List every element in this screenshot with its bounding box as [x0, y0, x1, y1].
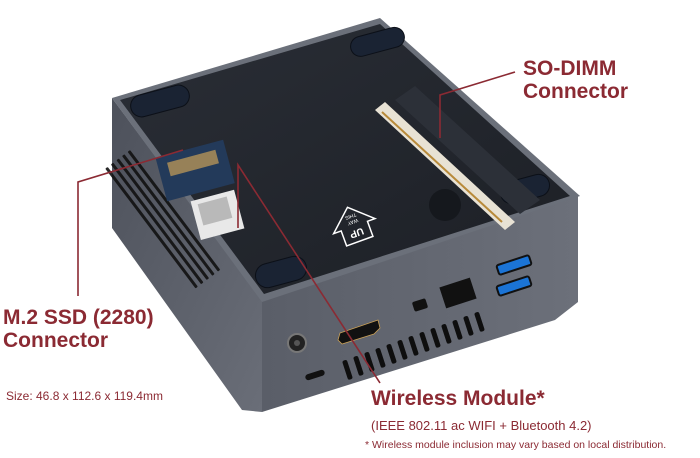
svg-text:THIS: THIS	[344, 211, 357, 221]
sodimm-label-line2: Connector	[523, 80, 628, 104]
front-ports	[287, 254, 533, 381]
usb-port-1	[495, 254, 533, 276]
sodimm-connector-label: SO-DIMM Connector	[523, 57, 628, 103]
usb-port-2	[495, 275, 533, 297]
dimensions-text: Size: 46.8 x 112.6 x 119.4mm	[6, 389, 163, 403]
m2-area	[155, 139, 245, 241]
wireless-module-label: Wireless Module*	[371, 387, 545, 410]
svg-text:UP: UP	[348, 225, 365, 240]
leader-sodimm	[439, 71, 516, 138]
front-vents	[342, 312, 485, 380]
leader-m2	[77, 149, 184, 296]
kensington-lock	[305, 369, 325, 381]
wireless-spec-text: (IEEE 802.11 ac WIFI + Bluetooth 4.2)	[371, 418, 592, 433]
ethernet-port	[439, 277, 477, 309]
leader-wireless	[237, 162, 381, 384]
svg-text:WAY: WAY	[346, 217, 359, 227]
hdmi-port	[337, 319, 381, 345]
mini-displayport	[412, 298, 428, 312]
leader-lines	[77, 71, 516, 384]
wireless-footnote: * Wireless module inclusion may vary bas…	[365, 439, 667, 451]
side-vents	[105, 150, 220, 289]
this-way-up-arrow: UP WAY THIS	[332, 206, 378, 247]
m2-ssd-connector-label: M.2 SSD (2280) Connector	[3, 306, 154, 352]
m2-label-line2: Connector	[3, 329, 108, 353]
m2-label-line1: M.2 SSD (2280)	[3, 306, 154, 329]
sodimm-slot	[375, 86, 540, 230]
sodimm-label-line1: SO-DIMM	[523, 57, 617, 80]
